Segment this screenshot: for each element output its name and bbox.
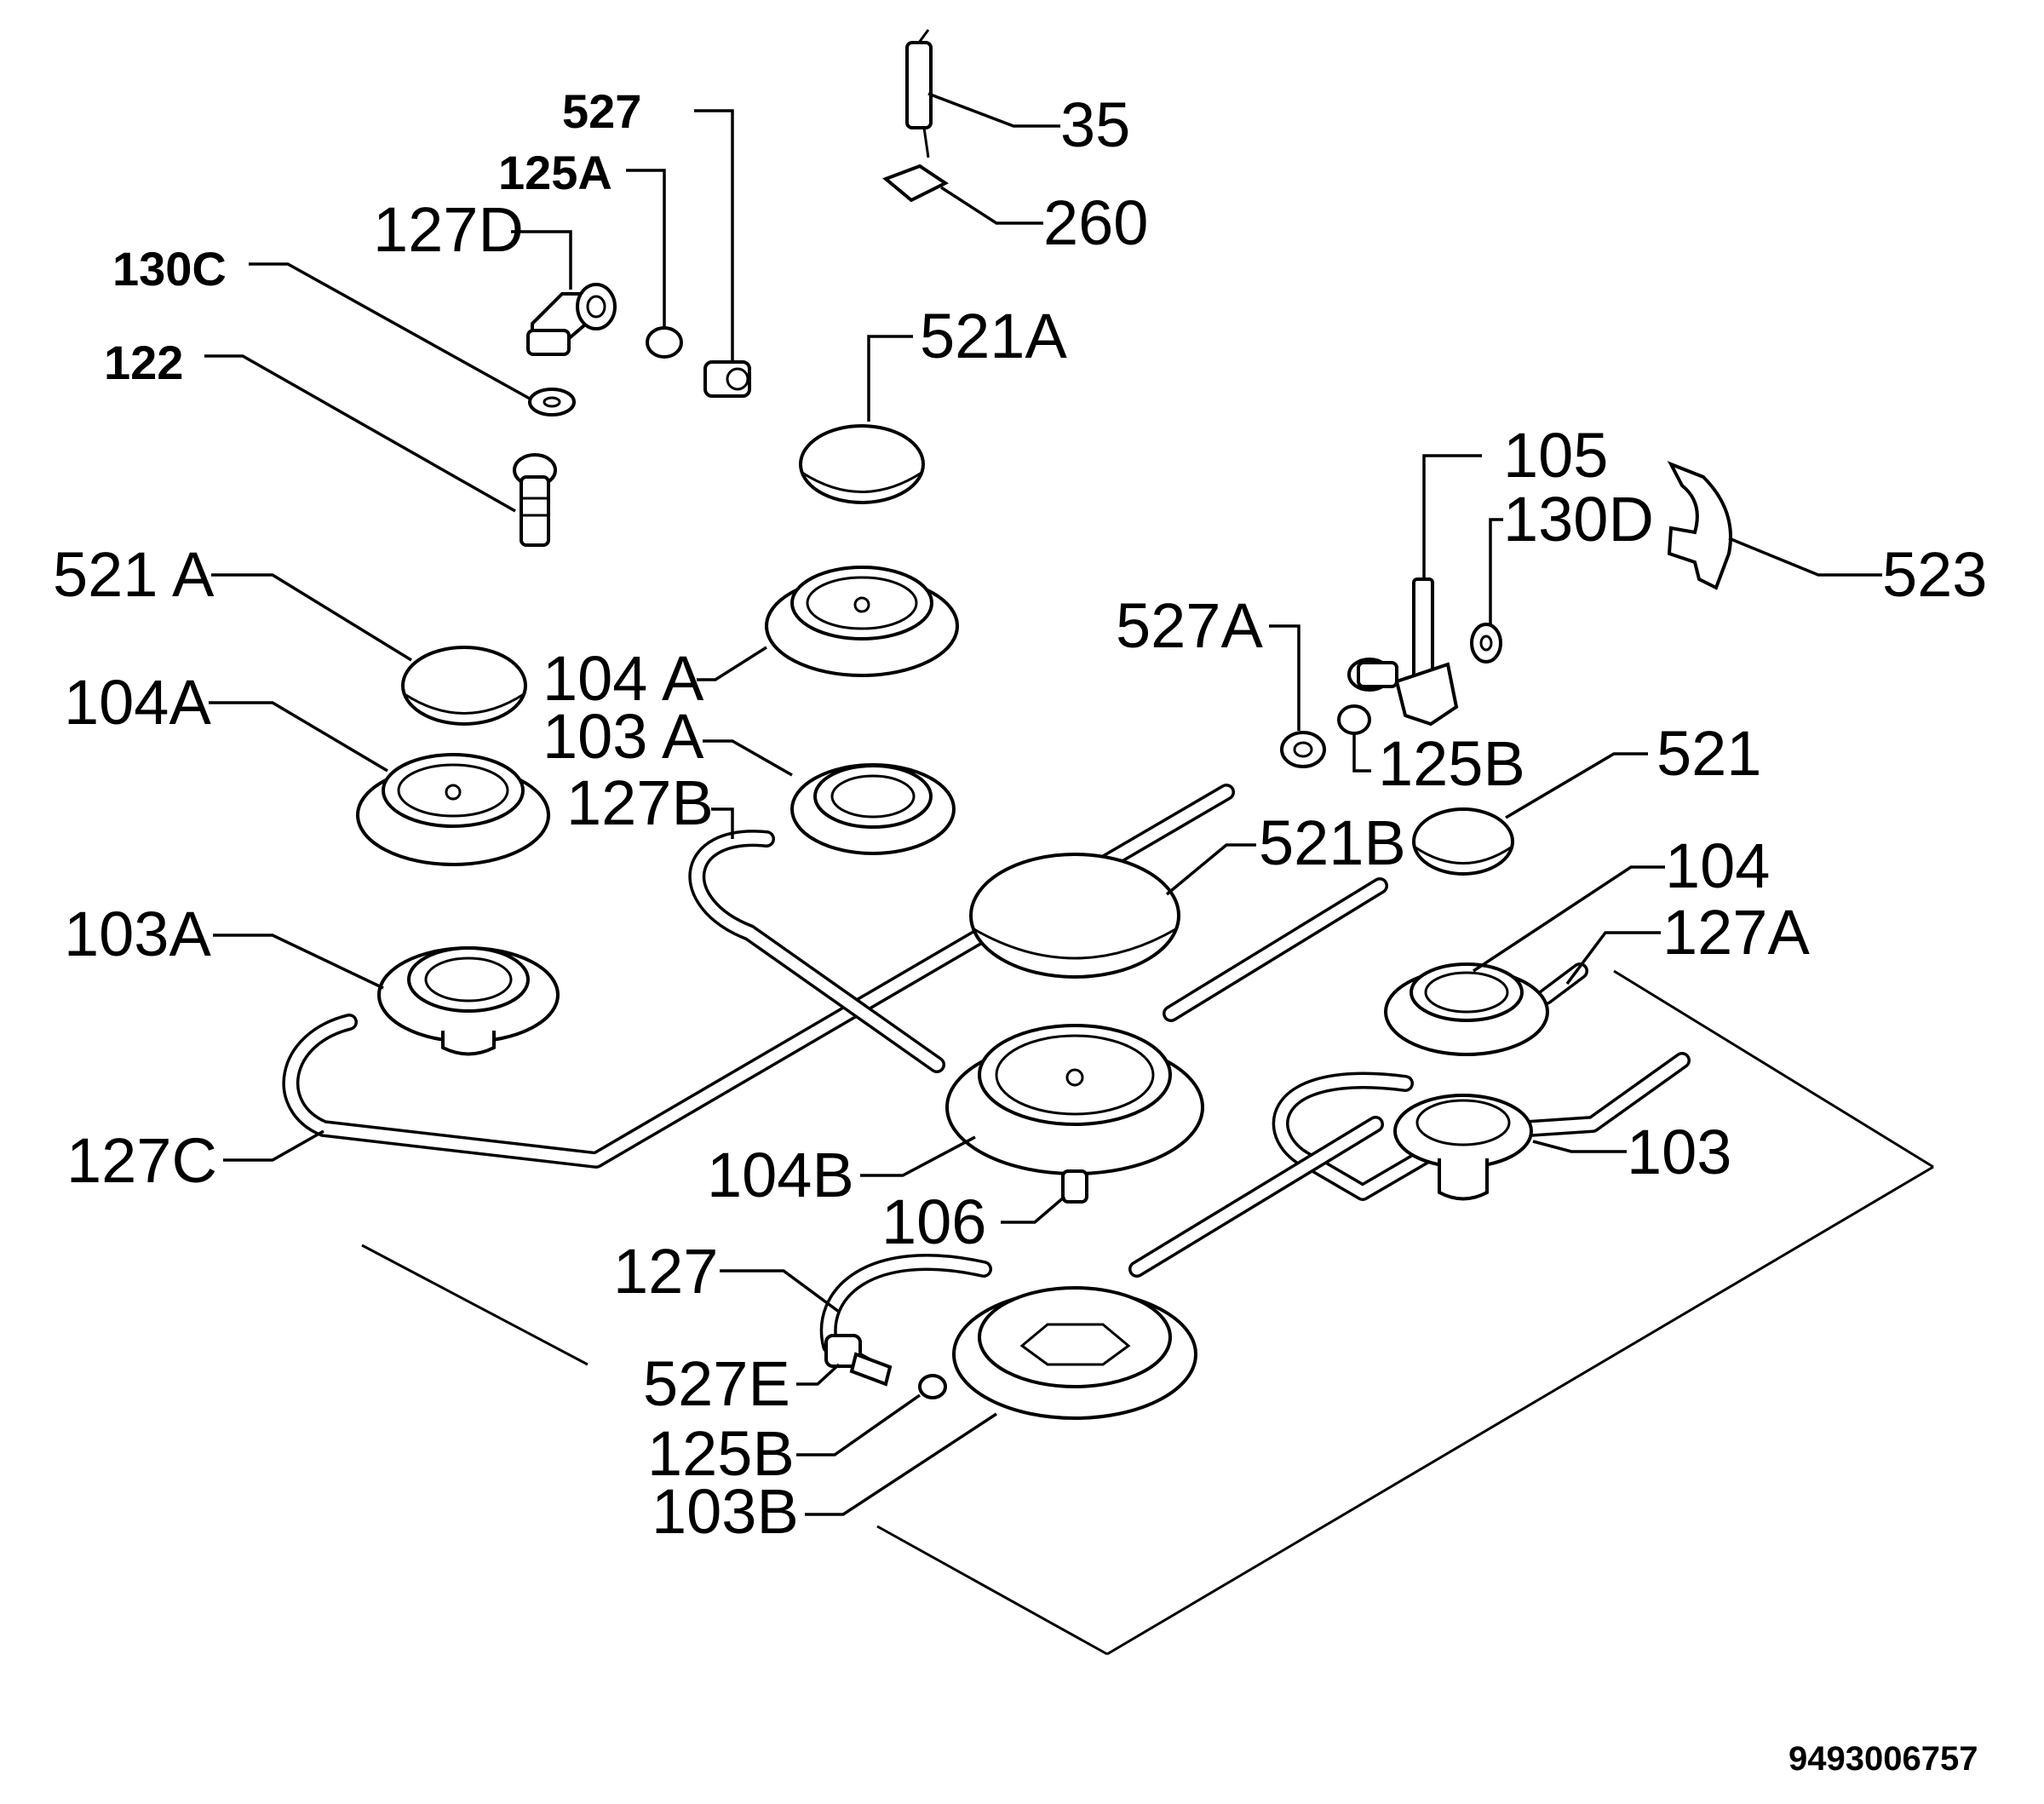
large-burner-base-part bbox=[952, 1286, 1197, 1420]
gas-tap-part bbox=[1347, 577, 1459, 727]
label-527E: 527E bbox=[643, 1348, 790, 1419]
label-105: 105 bbox=[1503, 420, 1608, 491]
small-burner-base-part bbox=[1393, 1094, 1533, 1201]
label-125B-right: 125B bbox=[1378, 728, 1525, 799]
connector-part-122 bbox=[513, 453, 557, 547]
burner-crown-part bbox=[765, 566, 959, 677]
burner-crown-part bbox=[356, 753, 550, 866]
nut-part-527 bbox=[703, 360, 751, 398]
leader-lines bbox=[204, 92, 1882, 1516]
label-523: 523 bbox=[1882, 539, 1987, 610]
label-127A: 127A bbox=[1662, 897, 1810, 968]
washer-part-130C bbox=[528, 388, 576, 417]
label-103B: 103B bbox=[652, 1476, 799, 1547]
small-nut-part-125A bbox=[646, 326, 683, 359]
elbow-fitting-part bbox=[526, 283, 617, 356]
label-103A-mid: 103 A bbox=[543, 701, 704, 772]
burner-base-part bbox=[377, 946, 560, 1056]
label-103: 103 bbox=[1627, 1117, 1731, 1187]
washer-part-130D bbox=[1470, 623, 1502, 664]
label-521B: 521B bbox=[1259, 807, 1406, 878]
hob-outline bbox=[361, 969, 1934, 1656]
label-260: 260 bbox=[1043, 187, 1148, 258]
label-122: 122 bbox=[104, 336, 183, 389]
label-527A: 527A bbox=[1116, 590, 1263, 661]
label-104: 104 bbox=[1665, 830, 1770, 901]
label-104B: 104B bbox=[707, 1140, 854, 1210]
nut-part-527A bbox=[1280, 731, 1326, 768]
large-burner-crown-part bbox=[945, 1024, 1204, 1175]
small-burner-crown-part bbox=[1384, 962, 1549, 1056]
label-127C: 127C bbox=[66, 1125, 217, 1196]
injector-part bbox=[1061, 1169, 1088, 1204]
label-104A-left: 104A bbox=[64, 667, 211, 738]
small-nut-part-125B-right bbox=[1337, 704, 1371, 735]
clip-part bbox=[882, 164, 949, 203]
burner-cap-part bbox=[799, 424, 925, 504]
label-130C: 130C bbox=[112, 242, 227, 296]
bracket-part bbox=[1667, 461, 1732, 590]
small-nut-part-125B bbox=[918, 1374, 947, 1399]
label-125B-bottom: 125B bbox=[647, 1418, 795, 1489]
label-521: 521 bbox=[1656, 718, 1761, 789]
small-burner-cap-part bbox=[1412, 807, 1514, 876]
document-number: 9493006757 bbox=[1788, 1740, 1978, 1778]
label-521A-top: 521A bbox=[920, 301, 1067, 371]
gas-tubes bbox=[282, 784, 1691, 1380]
ignition-plug-part bbox=[905, 29, 933, 158]
label-125A: 125A bbox=[498, 146, 612, 199]
label-127D: 127D bbox=[373, 194, 524, 265]
fitting-part-527E bbox=[824, 1334, 893, 1387]
label-35: 35 bbox=[1060, 89, 1130, 160]
label-106: 106 bbox=[881, 1186, 986, 1257]
label-527: 527 bbox=[562, 84, 641, 138]
part-labels: 527 125A 127D 130C 122 35 260 521A 105 1… bbox=[53, 84, 1987, 1547]
label-127B: 127B bbox=[566, 767, 714, 838]
label-103A-left: 103A bbox=[64, 899, 211, 969]
burner-base-part bbox=[790, 763, 956, 855]
label-521A-left: 521 A bbox=[53, 539, 215, 610]
burner-cap-part bbox=[401, 646, 527, 726]
large-burner-cap-part bbox=[969, 853, 1180, 979]
label-127: 127 bbox=[613, 1236, 718, 1307]
label-130D: 130D bbox=[1503, 484, 1654, 554]
label-104A-mid: 104 A bbox=[543, 643, 704, 714]
